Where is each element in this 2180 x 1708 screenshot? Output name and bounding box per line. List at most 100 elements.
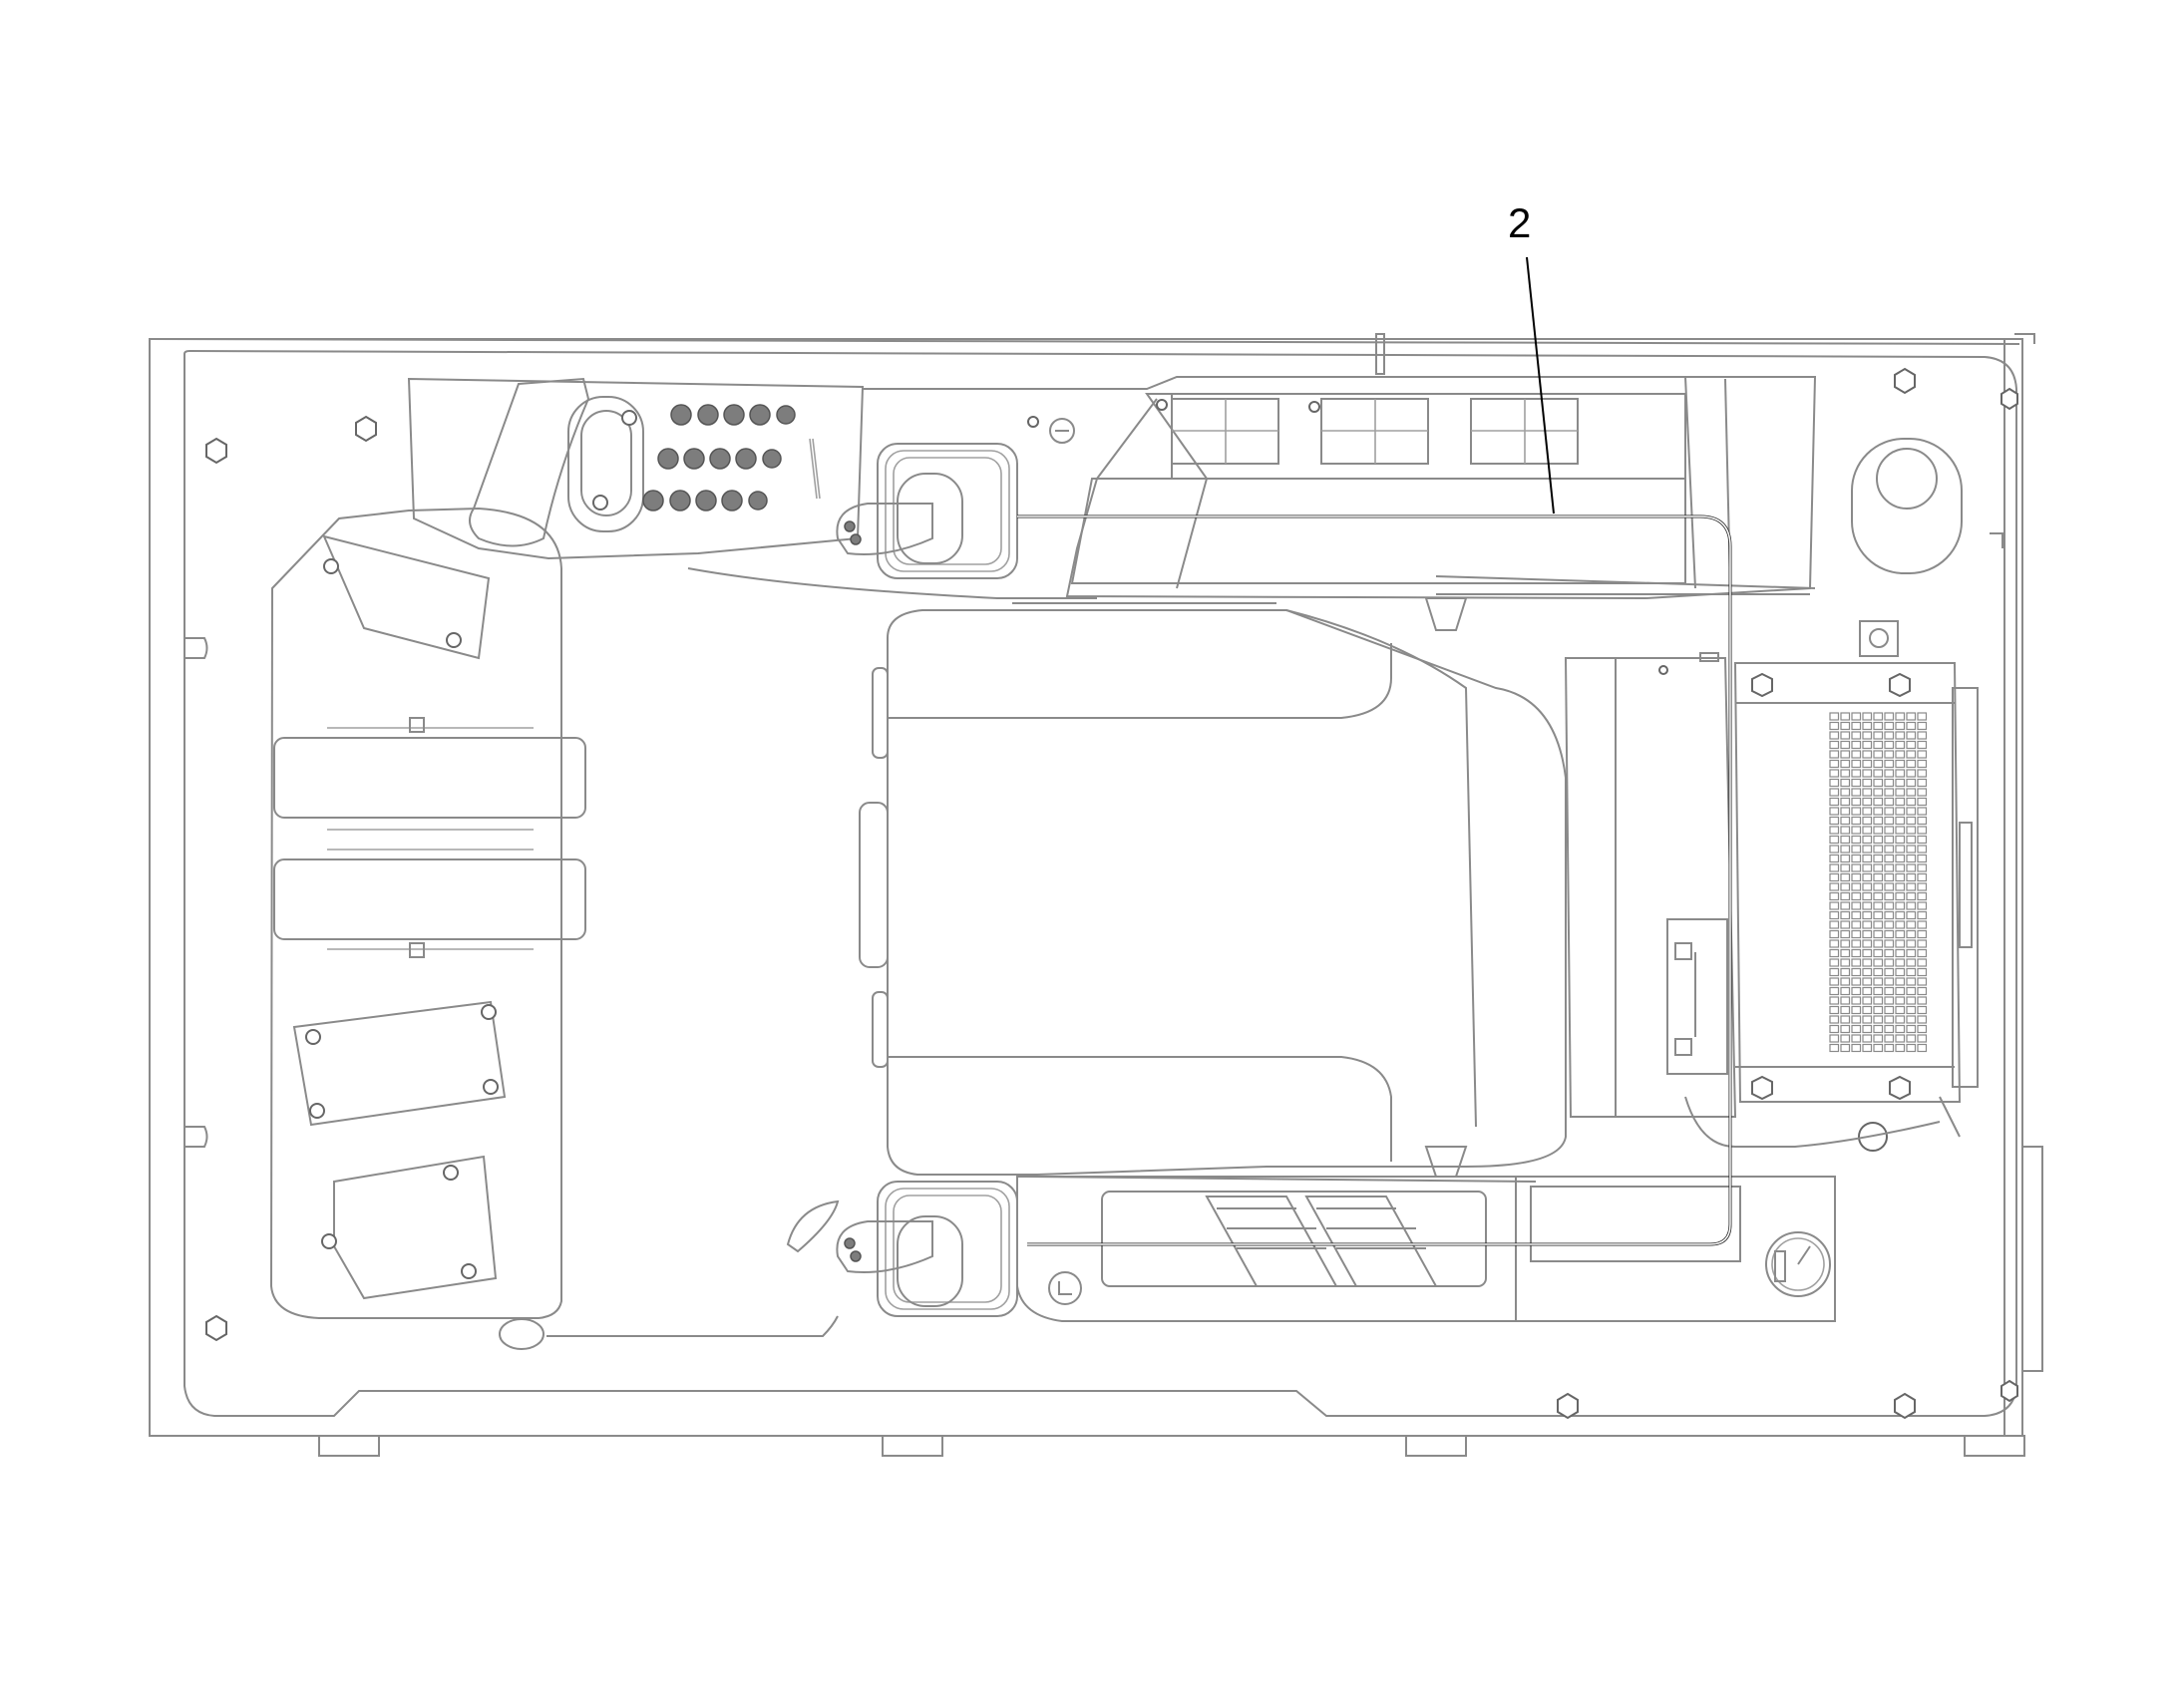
grille-cell (1829, 721, 1840, 731)
grille-cell (1917, 863, 1928, 872)
grille-cell (1829, 807, 1840, 816)
grille-cell (1895, 778, 1906, 788)
grille-cell (1895, 872, 1906, 882)
grille-cell (1906, 769, 1917, 778)
grille-cell (1862, 967, 1873, 977)
grille-cell (1895, 939, 1906, 948)
grille-cell (1906, 740, 1917, 750)
grille-cell (1884, 1024, 1895, 1034)
grille-cell (1862, 882, 1873, 891)
grille-cell (1906, 778, 1917, 788)
grille-cell (1873, 996, 1884, 1005)
grille-cell (1884, 901, 1895, 910)
grille-cell (1829, 740, 1840, 750)
grille-cell (1895, 920, 1906, 929)
grille-cell (1884, 1034, 1895, 1043)
grille-cell (1917, 1005, 1928, 1015)
grille-cell (1862, 872, 1873, 882)
grille-cell (1851, 778, 1862, 788)
grille-cell (1829, 948, 1840, 958)
grille-cell (1840, 712, 1851, 721)
grille-cell (1862, 759, 1873, 769)
grille-cell (1862, 816, 1873, 826)
joystick-right (836, 443, 1018, 579)
grille-cell (1840, 872, 1851, 882)
grille-cell (1851, 807, 1862, 816)
grille-cell (1862, 721, 1873, 731)
grille-cell (1917, 939, 1928, 948)
grille-cell (1895, 863, 1906, 872)
grille-cell (1917, 721, 1928, 731)
grille-cell (1829, 845, 1840, 854)
grille-cell (1906, 910, 1917, 920)
radiator-unit (1684, 620, 1979, 1152)
grille-cell (1884, 920, 1895, 929)
grille-cell (1884, 872, 1895, 882)
grille-cell (1873, 910, 1884, 920)
grille-cell (1862, 712, 1873, 721)
grille-cell (1873, 1024, 1884, 1034)
grille-cell (1862, 977, 1873, 986)
grille-cell (1829, 750, 1840, 759)
grille-cell (1851, 958, 1862, 967)
grille-cell (1829, 958, 1840, 967)
grille-cell (1895, 769, 1906, 778)
round-vent (1851, 438, 2003, 574)
grille-cell (1840, 769, 1851, 778)
grille-cell (1884, 929, 1895, 939)
grille-cell (1895, 1015, 1906, 1024)
grille-cell (1840, 835, 1851, 845)
grille-cell (1873, 712, 1884, 721)
grille-cell (1840, 977, 1851, 986)
grille-cell (1884, 731, 1895, 740)
grille-cell (1906, 967, 1917, 977)
grille-cell (1895, 986, 1906, 996)
grille-cell (1895, 1024, 1906, 1034)
grille-cell (1851, 910, 1862, 920)
grille-cell (1840, 740, 1851, 750)
grille-cell (1917, 967, 1928, 977)
grille-cell (1829, 797, 1840, 807)
grille-cell (1873, 929, 1884, 939)
grille-cell (1917, 797, 1928, 807)
grille-cell (1829, 910, 1840, 920)
grille-cell (1895, 996, 1906, 1005)
grille-cell (1873, 1043, 1884, 1053)
joystick-left (786, 1181, 1018, 1317)
grille-cell (1840, 816, 1851, 826)
grille-cell (1851, 882, 1862, 891)
grille-cell (1884, 769, 1895, 778)
grille-cell (1873, 891, 1884, 901)
grille-cell (1873, 816, 1884, 826)
grille-cell (1884, 939, 1895, 948)
grille-cell (1895, 816, 1906, 826)
grille-cell (1851, 845, 1862, 854)
grille-cell (1906, 721, 1917, 731)
grille-cell (1873, 863, 1884, 872)
grille-cell (1895, 721, 1906, 731)
grille-cell (1906, 901, 1917, 910)
grille-cell (1917, 891, 1928, 901)
grille-cell (1917, 882, 1928, 891)
grille-cell (1873, 1034, 1884, 1043)
grille-cell (1884, 740, 1895, 750)
grille-cell (1895, 845, 1906, 854)
grille-cell (1895, 788, 1906, 797)
grille-cell (1884, 891, 1895, 901)
grille-cell (1840, 929, 1851, 939)
grille-cell (1906, 750, 1917, 759)
grille-cell (1906, 872, 1917, 882)
grille-cell (1895, 750, 1906, 759)
grille-cell (1851, 826, 1862, 835)
grille-cell (1862, 1034, 1873, 1043)
grille-cell (1917, 948, 1928, 958)
grille-cell (1840, 939, 1851, 948)
grille-cell (1884, 788, 1895, 797)
side-console (1564, 652, 1737, 1118)
grille-cell (1851, 788, 1862, 797)
grille-cell (1829, 826, 1840, 835)
grille-cell (1862, 845, 1873, 854)
grille-cell (1884, 854, 1895, 863)
grille-cell (1917, 759, 1928, 769)
grille-cell (1862, 731, 1873, 740)
